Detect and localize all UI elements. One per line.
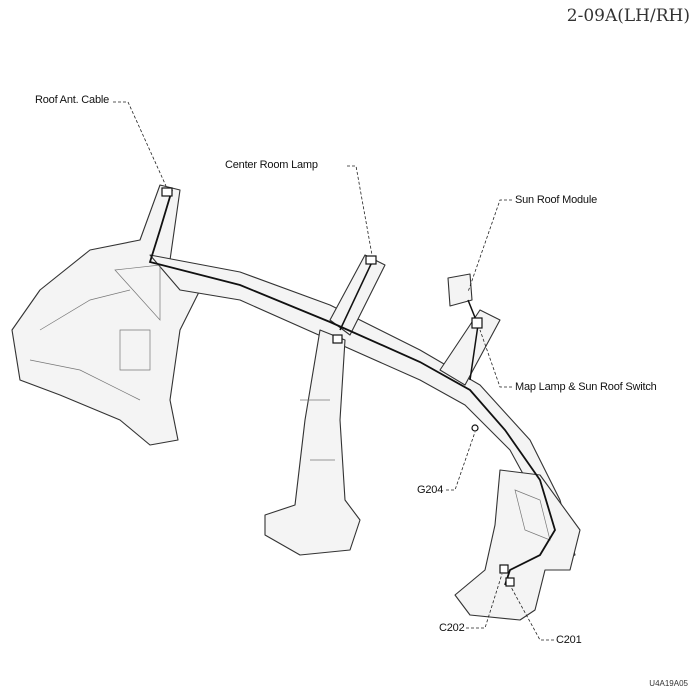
label-c201: C201 [556, 634, 582, 646]
connector-c201 [505, 577, 515, 587]
sun-roof-module [447, 273, 473, 307]
label-c202: C202 [439, 622, 465, 634]
rear-quarter-panel [11, 184, 201, 446]
diagram-title: 2-09A(LH/RH) [566, 6, 690, 26]
wiring-harness [148, 189, 556, 586]
figure-code: U4A19A05 [649, 679, 688, 688]
label-g204: G204 [417, 484, 444, 496]
label-map-lamp-switch: Map Lamp & Sun Roof Switch [515, 381, 657, 393]
roof-bow-center [329, 254, 386, 336]
a-pillar [454, 469, 581, 621]
connector-c202 [499, 564, 509, 574]
connector-map-lamp [471, 317, 483, 329]
leader-center-lamp [347, 165, 373, 256]
roof-bow-front [439, 309, 501, 386]
b-pillar [264, 329, 361, 556]
leader-roof-ant [113, 101, 167, 187]
label-sun-roof-module: Sun Roof Module [515, 194, 597, 206]
label-center-room-lamp: Center Room Lamp [225, 159, 318, 171]
connector-center-lamp [365, 255, 377, 265]
connector-b-pillar [332, 334, 343, 344]
label-roof-ant-cable: Roof Ant. Cable [35, 94, 110, 106]
connector-roof-ant [161, 187, 173, 197]
ground-g204 [471, 424, 479, 432]
leader-sun-roof-module [467, 199, 512, 293]
leader-g204 [446, 431, 476, 491]
leader-c202 [466, 573, 503, 629]
leader-map-lamp [479, 329, 512, 388]
